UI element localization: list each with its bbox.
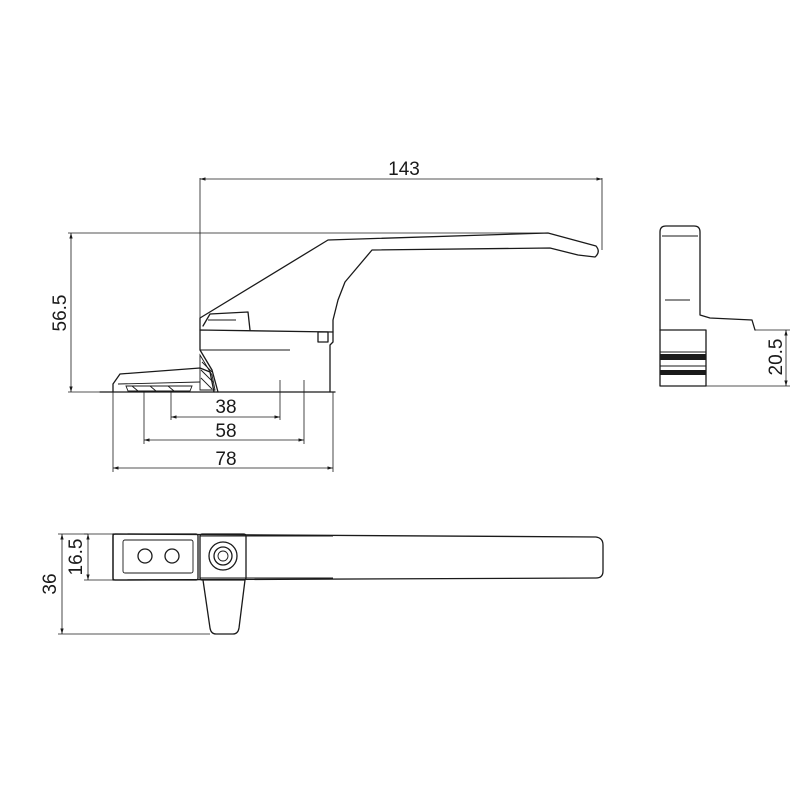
cam-bump: [202, 311, 251, 331]
lever-arm-outline: [199, 232, 599, 333]
handle-body: [199, 329, 334, 393]
dim-label-78: 78: [215, 449, 236, 470]
dim-label-16-5: 16.5: [66, 539, 87, 576]
screw-hole-right: [164, 548, 180, 564]
top-base-recess: [122, 539, 194, 574]
hatch-line: [167, 385, 175, 392]
top-view: 16.5 36: [40, 533, 604, 635]
hook-tongue: [202, 579, 246, 635]
pivot-outer-ring: [208, 541, 238, 571]
pivot-inner-ring: [213, 546, 233, 566]
dim-label-143: 143: [388, 159, 420, 180]
base-plate: [112, 367, 215, 393]
screw-holes-section: [125, 385, 193, 392]
side-base-band: [660, 354, 706, 360]
side-lever-outline: [659, 225, 756, 331]
pivot-block: [199, 533, 247, 581]
dim-label-58: 58: [215, 421, 236, 442]
screw-hole-left: [137, 548, 153, 564]
hatch-line: [201, 361, 213, 373]
hatch-line: [131, 385, 139, 392]
hatch-line: [200, 377, 213, 390]
dim-label-36: 36: [40, 573, 61, 594]
side-base-band: [660, 370, 706, 375]
dim-label-56-5: 56.5: [50, 295, 71, 332]
top-lever-bar: [112, 533, 604, 581]
top-base-plate: [112, 533, 199, 581]
front-view: 143 56.5 38 58 78: [50, 159, 603, 472]
hatch-line: [149, 385, 157, 392]
dim-label-38: 38: [215, 397, 236, 418]
base-plate-line: [117, 381, 201, 385]
dim-label-20-5: 20.5: [766, 339, 787, 376]
side-view: 20.5: [659, 225, 790, 387]
pivot-center: [217, 550, 229, 562]
body-tab: [317, 331, 329, 343]
